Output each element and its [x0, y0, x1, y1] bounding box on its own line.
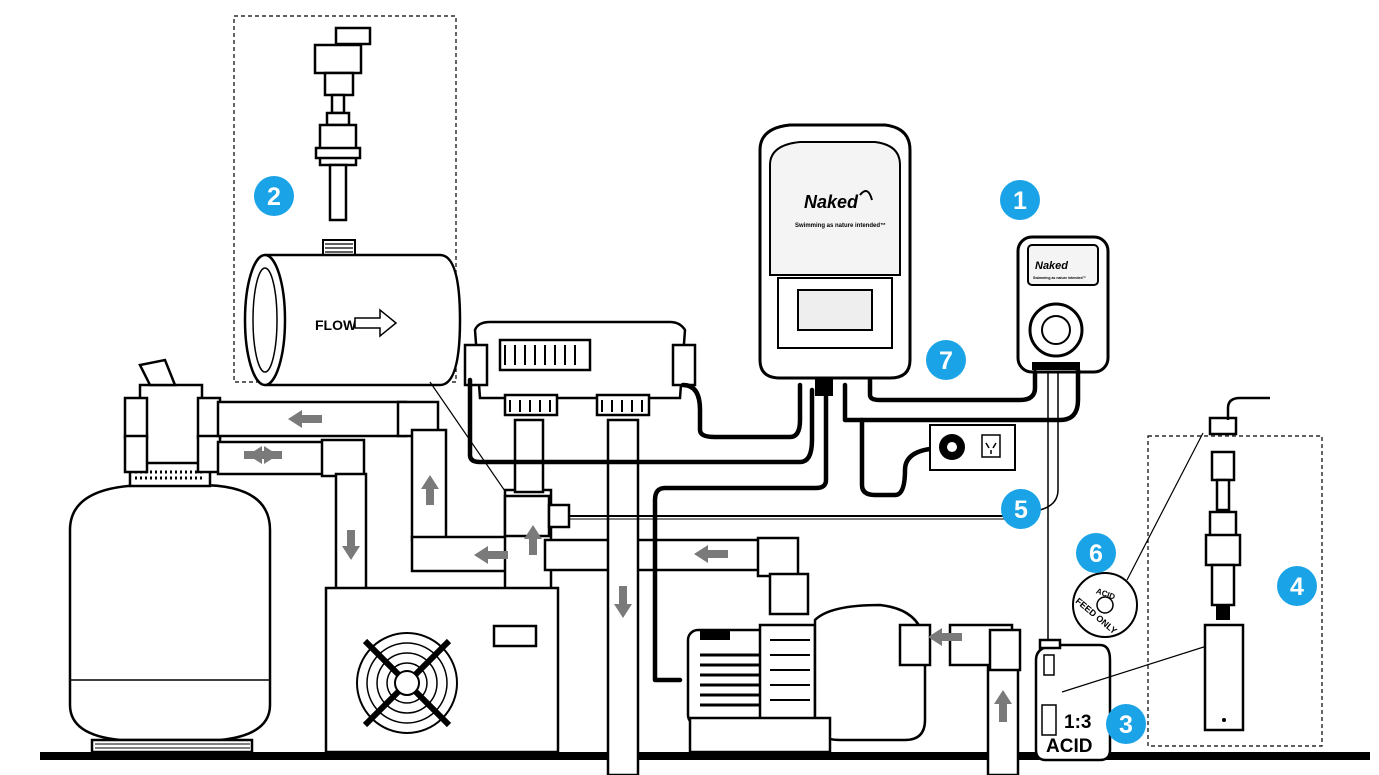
acid-label: ACID: [1046, 736, 1092, 757]
callout-badge-1: 1: [1000, 180, 1040, 220]
heat-pump: [324, 586, 560, 754]
inset-injector-detail: [1147, 396, 1323, 747]
controller-tagline: Swimming as nature intended™: [795, 222, 886, 229]
callout-badge-4: 4: [1277, 566, 1317, 606]
controller-brand-logo: Naked: [804, 192, 859, 212]
inset-flow-cell-detail: FLOW: [233, 15, 462, 387]
callout-badge-2: 2: [254, 176, 294, 216]
callout-badge-3: 3: [1106, 704, 1146, 744]
numbered-callout-icon: 3: [1119, 711, 1133, 739]
fan-grille-icon: [356, 632, 458, 734]
naked-logo-icon: [859, 190, 873, 201]
acid-feed-only-cap: ACID FEED ONLY: [1072, 572, 1138, 638]
callout-badge-7: 7: [926, 340, 966, 380]
acid-container: 1:3 ACID: [1034, 638, 1112, 762]
numbered-callout-icon: 2: [267, 183, 281, 211]
numbered-callout-icon: 1: [1013, 187, 1027, 215]
callout-badge-5: 5: [1001, 489, 1041, 529]
numbered-callout-icon: 4: [1290, 573, 1304, 601]
flow-arrow-icon: [354, 308, 398, 338]
ratio-label: 1:3: [1064, 712, 1091, 733]
naked-controller-unit: Naked Swimming as nature intended™: [758, 123, 912, 396]
numbered-callout-icon: 5: [1014, 496, 1028, 524]
numbered-callout-icon: 6: [1089, 540, 1103, 568]
pool-pump: [686, 603, 932, 754]
numbered-callout-icon: 7: [939, 347, 953, 375]
pump-tagline: Swimming as nature intended™: [1033, 276, 1086, 280]
callout-badge-6: 6: [1076, 533, 1116, 573]
flow-direction-arrow-icon: [244, 410, 1012, 722]
cables-and-hoses: [467, 367, 1081, 683]
chlorinator-cell: [463, 320, 697, 417]
sand-filter: [68, 358, 272, 754]
flow-label: FLOW: [315, 317, 357, 333]
pump-brand-logo: Naked: [1035, 260, 1068, 272]
power-outlet-icon: [929, 424, 1016, 471]
ground-line: [40, 752, 1370, 760]
acid-dosing-pump: Naked Swimming as nature intended™: [1016, 235, 1110, 374]
